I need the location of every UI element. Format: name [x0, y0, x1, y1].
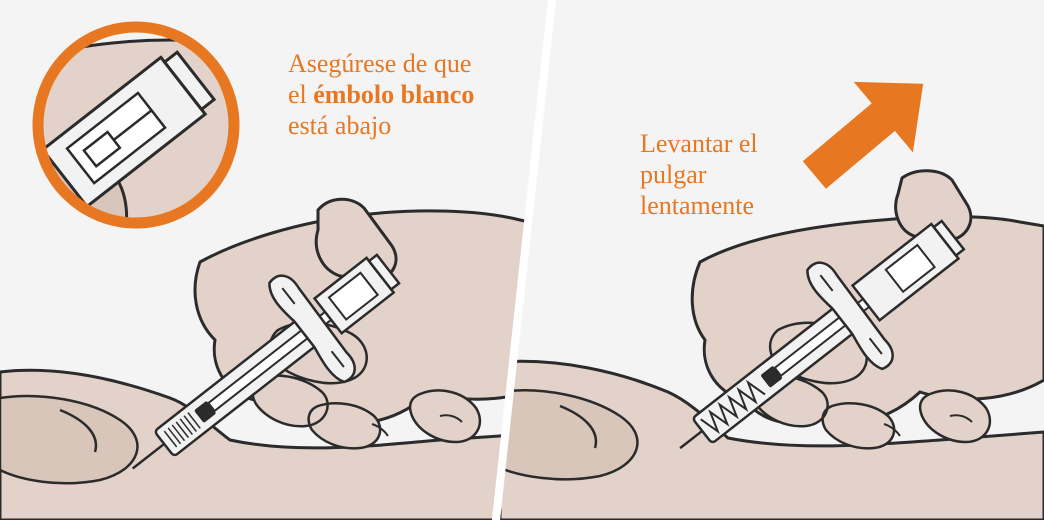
magnifier-ring — [32, 21, 240, 229]
caption-left-line-2: el émbolo blanco — [288, 79, 474, 110]
caption-right: Levantar el pulgar lentamente — [640, 128, 758, 221]
caption-right-line-1: Levantar el — [640, 129, 758, 158]
caption-right-line-3: lentamente — [640, 191, 755, 220]
caption-left: Asegúrese de que el émbolo blanco está a… — [288, 48, 474, 141]
skin-fold-right — [500, 389, 639, 481]
magnifier-inset — [32, 21, 240, 229]
arrow-up-right-icon — [802, 81, 924, 189]
skin-arm-left — [0, 368, 548, 520]
panel-right — [500, 0, 1044, 520]
skin-fold-left — [0, 394, 139, 485]
caption-left-line-3: está abajo — [288, 111, 392, 140]
panel-divider — [492, 0, 556, 520]
caption-left-line-1: Asegúrese de que — [288, 49, 472, 78]
panel-left — [0, 0, 548, 520]
syringe-left — [131, 253, 401, 470]
magnified-plunger — [38, 50, 217, 220]
caption-left-line-2-prefix: el — [288, 80, 314, 109]
syringe-right — [679, 219, 966, 450]
thumb-right — [894, 169, 973, 242]
caption-right-line-2: pulgar — [640, 160, 707, 189]
caption-left-emphasis: émbolo blanco — [313, 80, 475, 109]
